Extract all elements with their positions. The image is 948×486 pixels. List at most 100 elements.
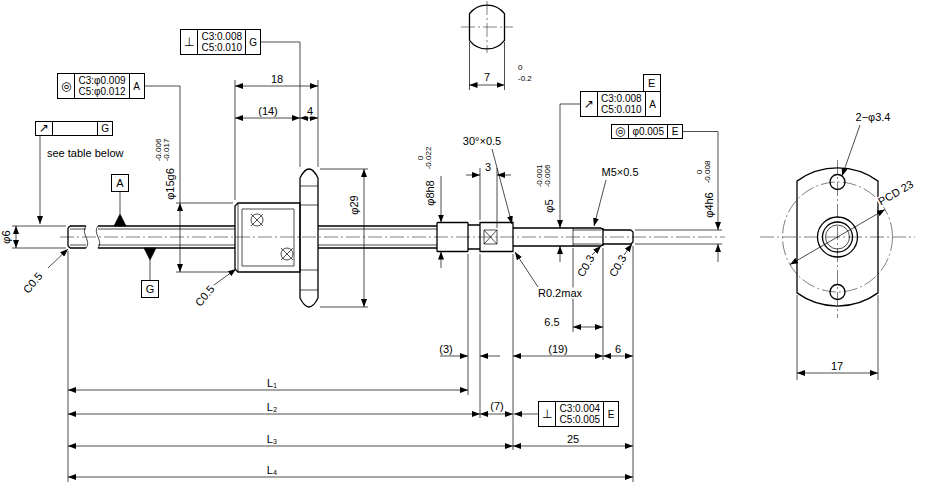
end-view-flats: [470, 5, 505, 49]
tolerance-text: -0.2: [517, 75, 533, 83]
shaft-circle: [823, 222, 853, 252]
dimension-line: [797, 373, 878, 374]
leader-line: [560, 104, 580, 185]
shaft-root-circle: [826, 225, 850, 249]
frame-cell: C3:0.008 C5:0.010: [197, 30, 245, 54]
dimension-line: [560, 246, 561, 262]
dimension-line: [790, 210, 885, 265]
frame-cell: φ0.005: [628, 125, 667, 138]
dimension-text: φ6: [1, 229, 12, 244]
leader-line: [514, 414, 538, 415]
extension-line: [12, 42, 878, 482]
leader-line: [594, 180, 606, 226]
datum-reference: E: [672, 126, 679, 137]
tolerance-text: -0.006: [155, 138, 163, 163]
datum-reference: A: [649, 99, 656, 110]
frame-cell: C3:0.004 C5:0.005: [555, 402, 603, 426]
tolerance-value: φ0.005: [632, 126, 664, 137]
chamfer-note: 30°×0.5: [462, 136, 502, 147]
tolerance-value: C3:0.008 C5:0.010: [601, 93, 642, 115]
dimension-line: [718, 244, 719, 262]
datum-reference: E: [608, 409, 615, 420]
nut-flange: [300, 169, 318, 307]
feature-control-frame: ◎C3:φ0.009 C5:φ0.012A: [57, 73, 145, 99]
dimension-text: L₄: [266, 465, 279, 476]
center-line: [60, 1, 915, 318]
frame-cell: [52, 122, 97, 135]
datum-letter: G: [146, 284, 155, 295]
dimension-line: [68, 446, 513, 447]
flange-detail: [300, 186, 318, 290]
pcd-note: PCD 23: [876, 178, 917, 208]
dimension-line: [466, 175, 480, 176]
frame-cell: C3:0.008 C5:0.010: [597, 92, 645, 116]
leader-line: [592, 246, 601, 255]
tolerance-value: C3:φ0.009 C5:φ0.012: [78, 75, 125, 97]
tolerance-text: 0: [517, 64, 523, 72]
tolerance-text: -0.001: [536, 164, 544, 189]
datum-triangle: [114, 214, 126, 226]
leader-line: [40, 136, 41, 224]
leader-line: [515, 252, 538, 287]
frame-cell: E: [667, 125, 682, 138]
dimension-line: [180, 203, 181, 272]
frame-cell: ◎: [58, 74, 74, 98]
dimension-text: L₁: [266, 378, 278, 389]
tolerance-text: 0: [417, 155, 425, 161]
tolerance-text: -0.017: [163, 138, 171, 163]
tolerance-symbol: ⊥: [542, 409, 552, 420]
chamfer-note: C0.3: [607, 252, 629, 279]
leader-line: [261, 42, 300, 112]
dimension-text: φ8h8: [425, 179, 436, 207]
tolerance-text: -0.008: [704, 160, 712, 185]
dimension-text: L₃: [266, 434, 279, 445]
frame-cell: A: [116, 178, 124, 189]
dimension-text: 17: [830, 361, 844, 372]
dimension-text: L₂: [266, 402, 278, 413]
return-tube: [251, 214, 263, 226]
flange-end-view: [797, 168, 878, 306]
thread-note: M5×0.5: [601, 167, 640, 178]
dimension-line: [470, 85, 505, 86]
dimension-line: [68, 414, 480, 415]
dimension-line: [300, 118, 318, 119]
leader-line: [624, 244, 632, 255]
datum-label: E: [643, 74, 661, 92]
leader-line: [683, 132, 718, 141]
leader-line: [214, 269, 236, 285]
datum-label: G: [141, 280, 159, 298]
dimension-line: [513, 356, 603, 357]
dimension-text: (3): [438, 344, 453, 355]
tolerance-symbol: ↗: [39, 123, 49, 134]
nut-body: [235, 203, 300, 272]
datum-letter: A: [116, 178, 123, 189]
datum-triangle: [144, 248, 156, 260]
tolerance-symbol: ◎: [615, 126, 625, 137]
tolerance-value: C3:0.008 C5:0.010: [201, 31, 242, 53]
frame-cell: ↗: [36, 122, 52, 135]
frame-cell: ⊥: [539, 402, 555, 426]
feature-control-frame: ↗C3:0.008 C5:0.010A: [580, 91, 661, 117]
dimension-text: 25: [566, 434, 580, 445]
shaft-outline: [68, 223, 633, 252]
feature-control-frame: ◎ φ0.005 E: [611, 124, 683, 139]
tolerance-symbol: ⊥: [184, 37, 194, 48]
dimension-text: 6: [614, 344, 622, 355]
leader-line: [145, 86, 180, 203]
radius-note: R0.2max: [537, 288, 583, 299]
datum-letter: E: [648, 78, 655, 89]
frame-cell: A: [129, 74, 144, 98]
dimension-text: (7): [489, 401, 504, 412]
note-text: see table below: [46, 148, 124, 159]
frame-cell: G: [97, 122, 112, 135]
tolerance-text: -0.006: [544, 164, 552, 189]
feature-control-frame: ⊥C3:0.004 C5:0.005 E: [538, 401, 619, 427]
dimension-line: [513, 446, 633, 447]
frame-cell: G: [146, 284, 155, 295]
frame-cell: E: [603, 402, 618, 426]
dimension-text: 4: [306, 106, 314, 117]
dimension-text: (19): [547, 344, 569, 355]
hole-note: 2−φ3.4: [855, 112, 892, 123]
break-line: [84, 226, 99, 248]
nut-detail: [238, 203, 294, 272]
